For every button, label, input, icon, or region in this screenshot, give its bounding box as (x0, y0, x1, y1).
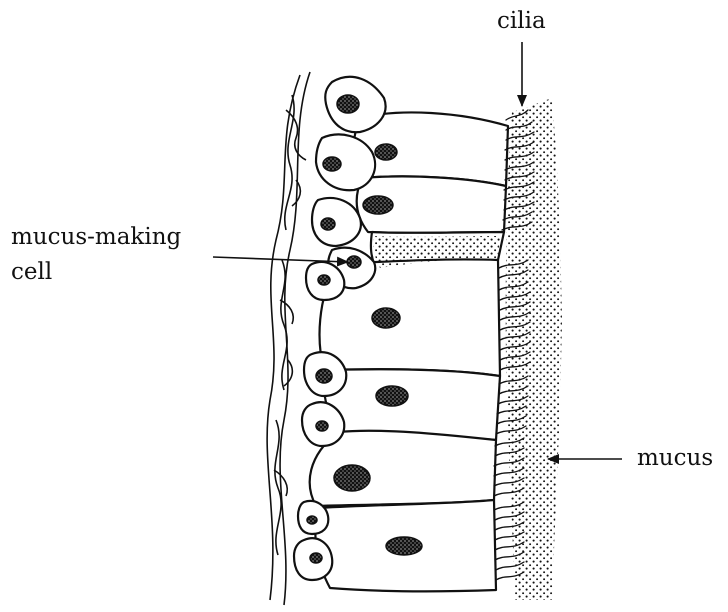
cell-5 (324, 369, 500, 440)
mucus-label: mucus (637, 443, 713, 473)
mucus-layer (506, 98, 562, 600)
cilia-label: cilia (497, 6, 546, 36)
mucus-making-label-line2: cell (11, 257, 52, 287)
basal-cell-3 (312, 198, 361, 246)
mucus-making-label-line1: mucus-making (11, 222, 181, 252)
